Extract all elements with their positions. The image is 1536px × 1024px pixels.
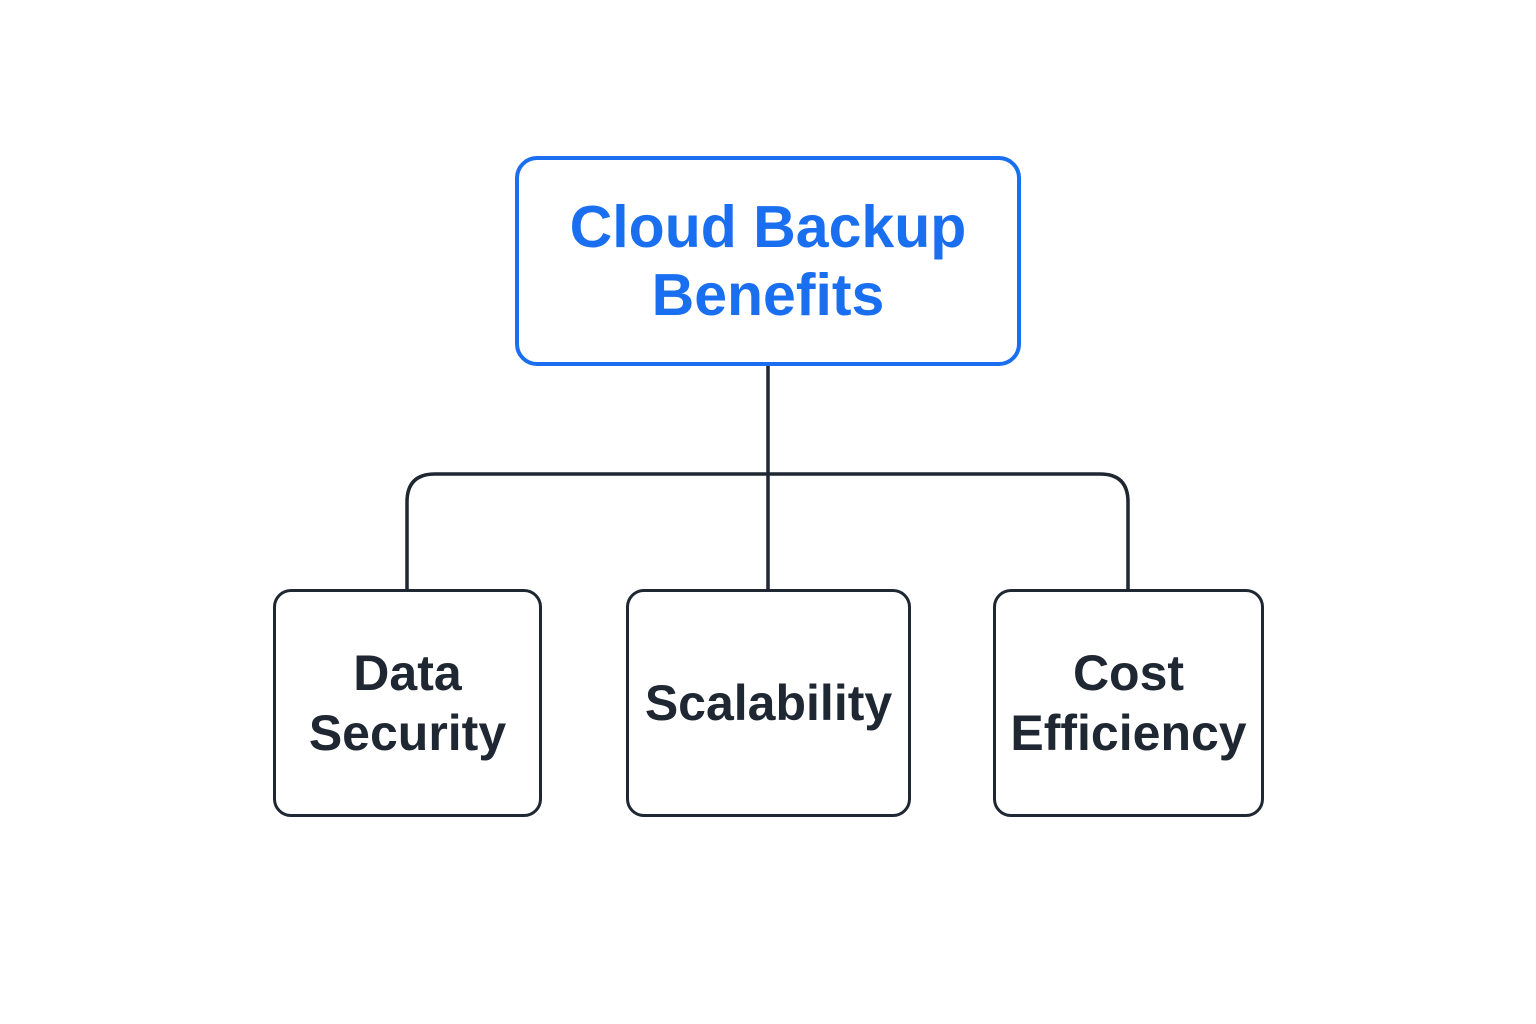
root-node-cloud-backup-benefits: Cloud Backup Benefits [515,156,1021,366]
child-node-data-security: Data Security [273,589,542,817]
child-node-label-scalability: Scalability [644,675,893,731]
root-node-label: Cloud Backup Benefits [569,194,967,328]
child-node-label-data-security: Data Security [308,645,507,761]
child-node-cost-efficiency: Cost Efficiency [993,589,1264,817]
child-node-label-cost-efficiency: Cost Efficiency [1010,645,1247,761]
child-node-scalability: Scalability [626,589,911,817]
connector-horizontal-bus [405,472,1130,589]
